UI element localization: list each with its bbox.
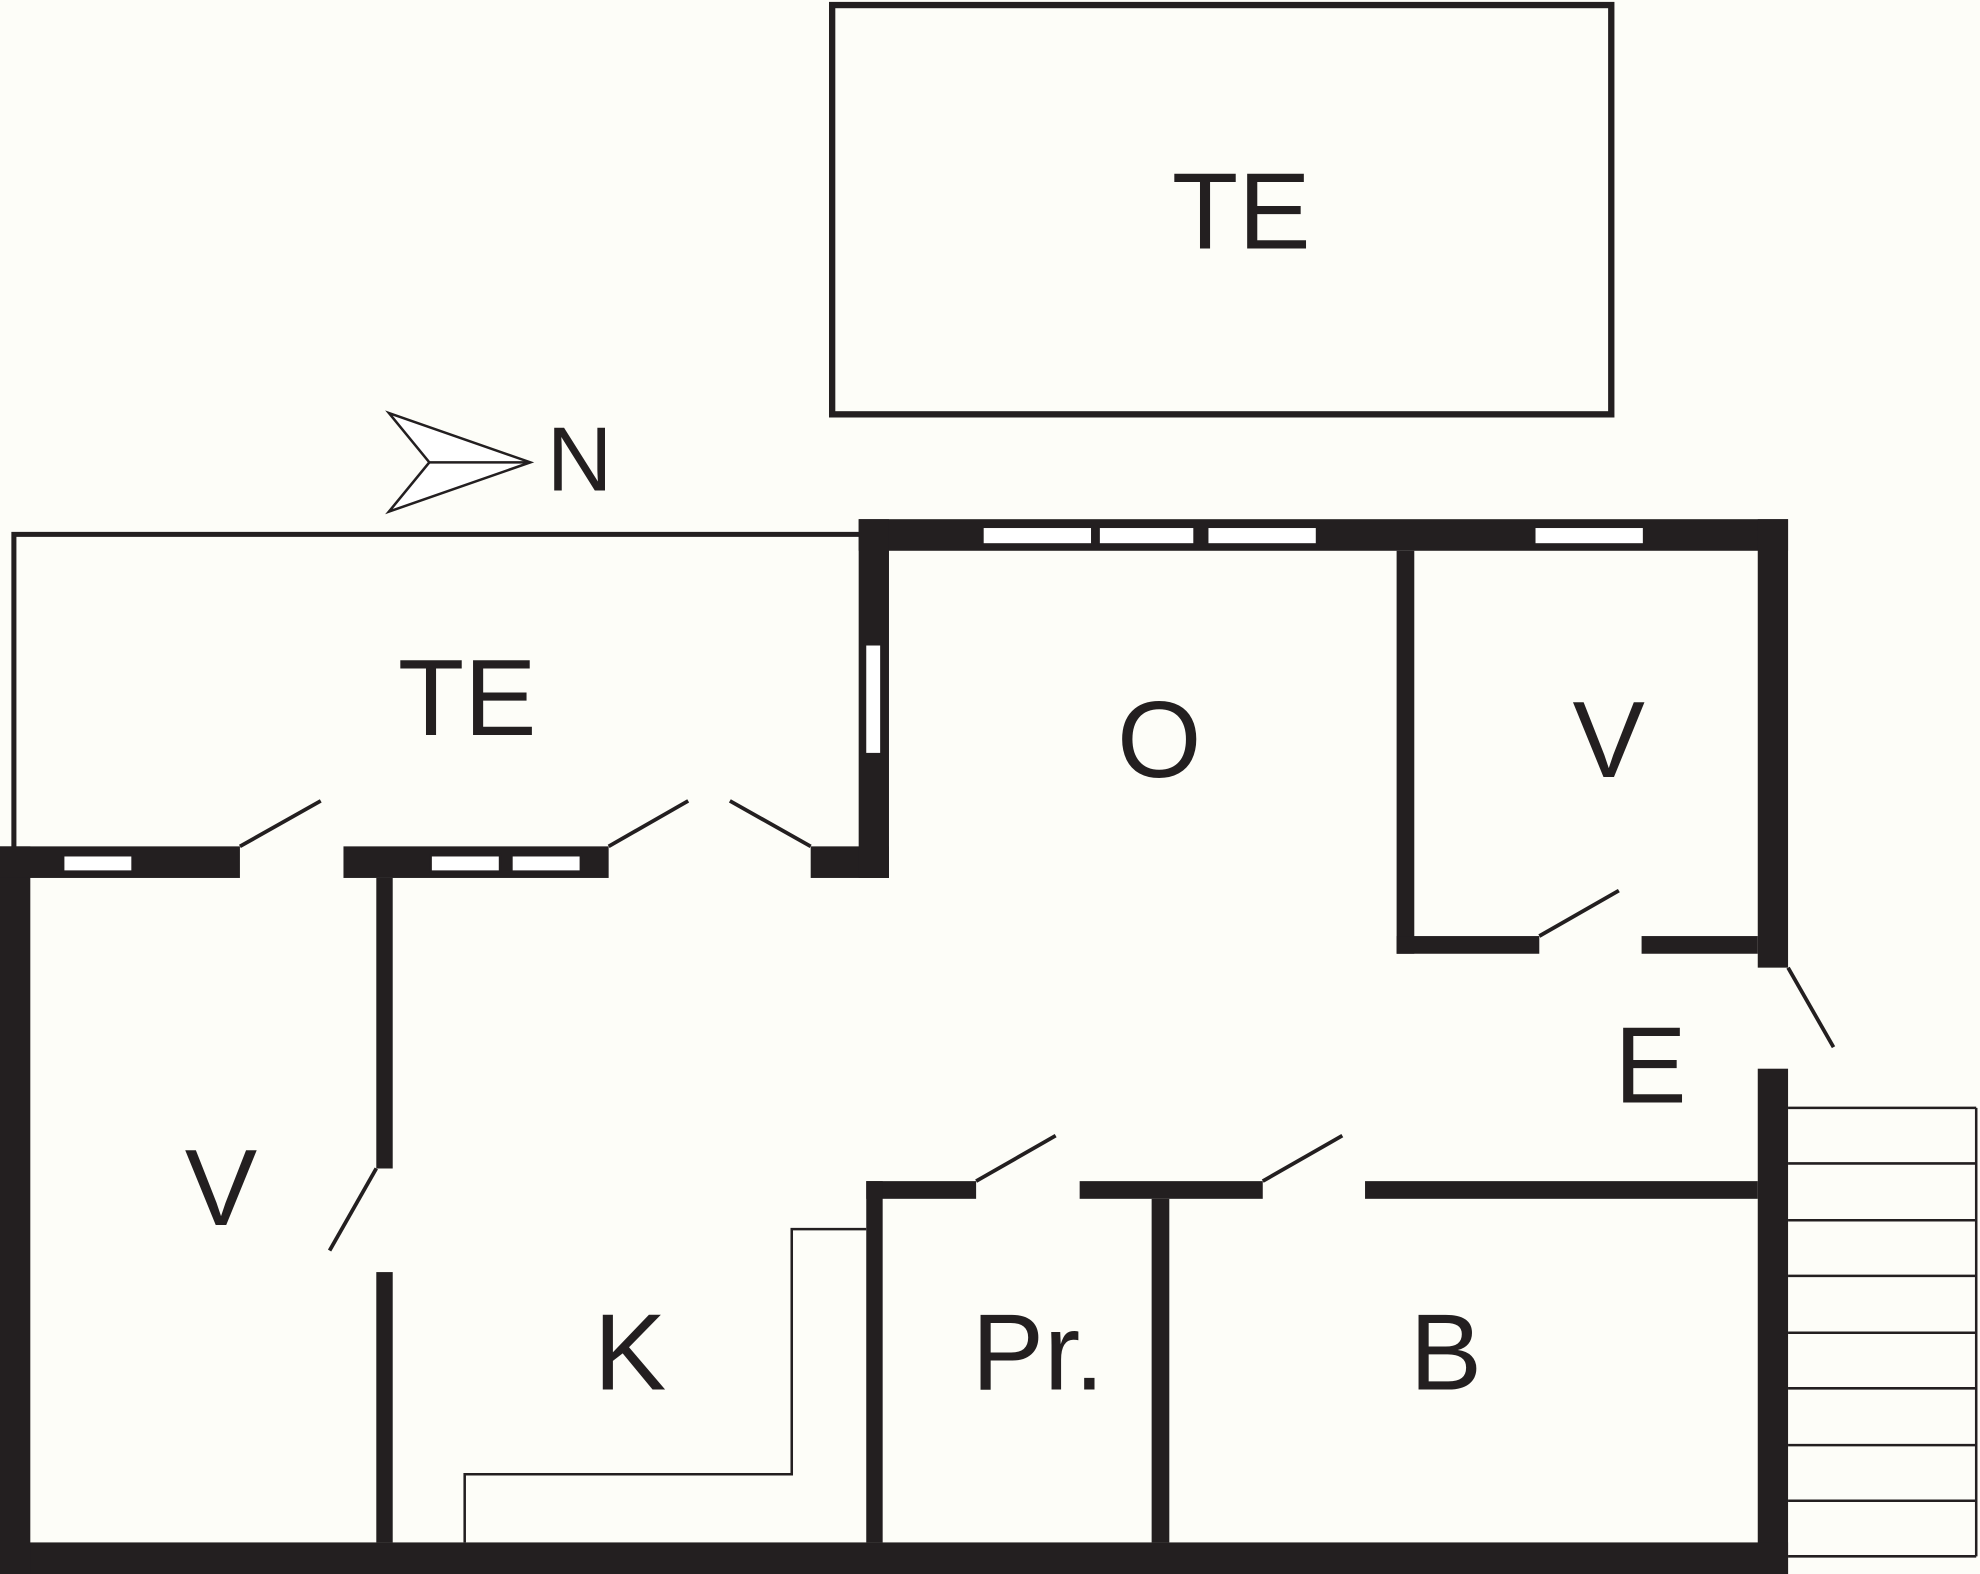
- room-label-bedroom-right: V: [1573, 680, 1645, 801]
- room-label-terrace-left: TE: [398, 638, 537, 759]
- windows: [61, 525, 1646, 873]
- interior-walls: [376, 550, 1758, 1543]
- room-label-kitchen: K: [594, 1292, 666, 1413]
- terrace-left-outline: [11, 531, 862, 849]
- kitchen-counter: [463, 1227, 867, 1543]
- doors: [238, 799, 1836, 1252]
- room-label-living: O: [1117, 680, 1201, 801]
- room-label-bathroom: B: [1410, 1292, 1482, 1413]
- compass-label: N: [547, 409, 613, 510]
- stairs: [1788, 1106, 1978, 1558]
- north-arrow-icon: [385, 410, 535, 515]
- room-label-terrace-top: TE: [1172, 152, 1311, 273]
- terrace-top-outline: [828, 1, 1615, 418]
- room-label-utility: Pr.: [972, 1292, 1105, 1413]
- room-label-bedroom-left: V: [185, 1128, 257, 1249]
- room-label-entry: E: [1614, 1006, 1686, 1127]
